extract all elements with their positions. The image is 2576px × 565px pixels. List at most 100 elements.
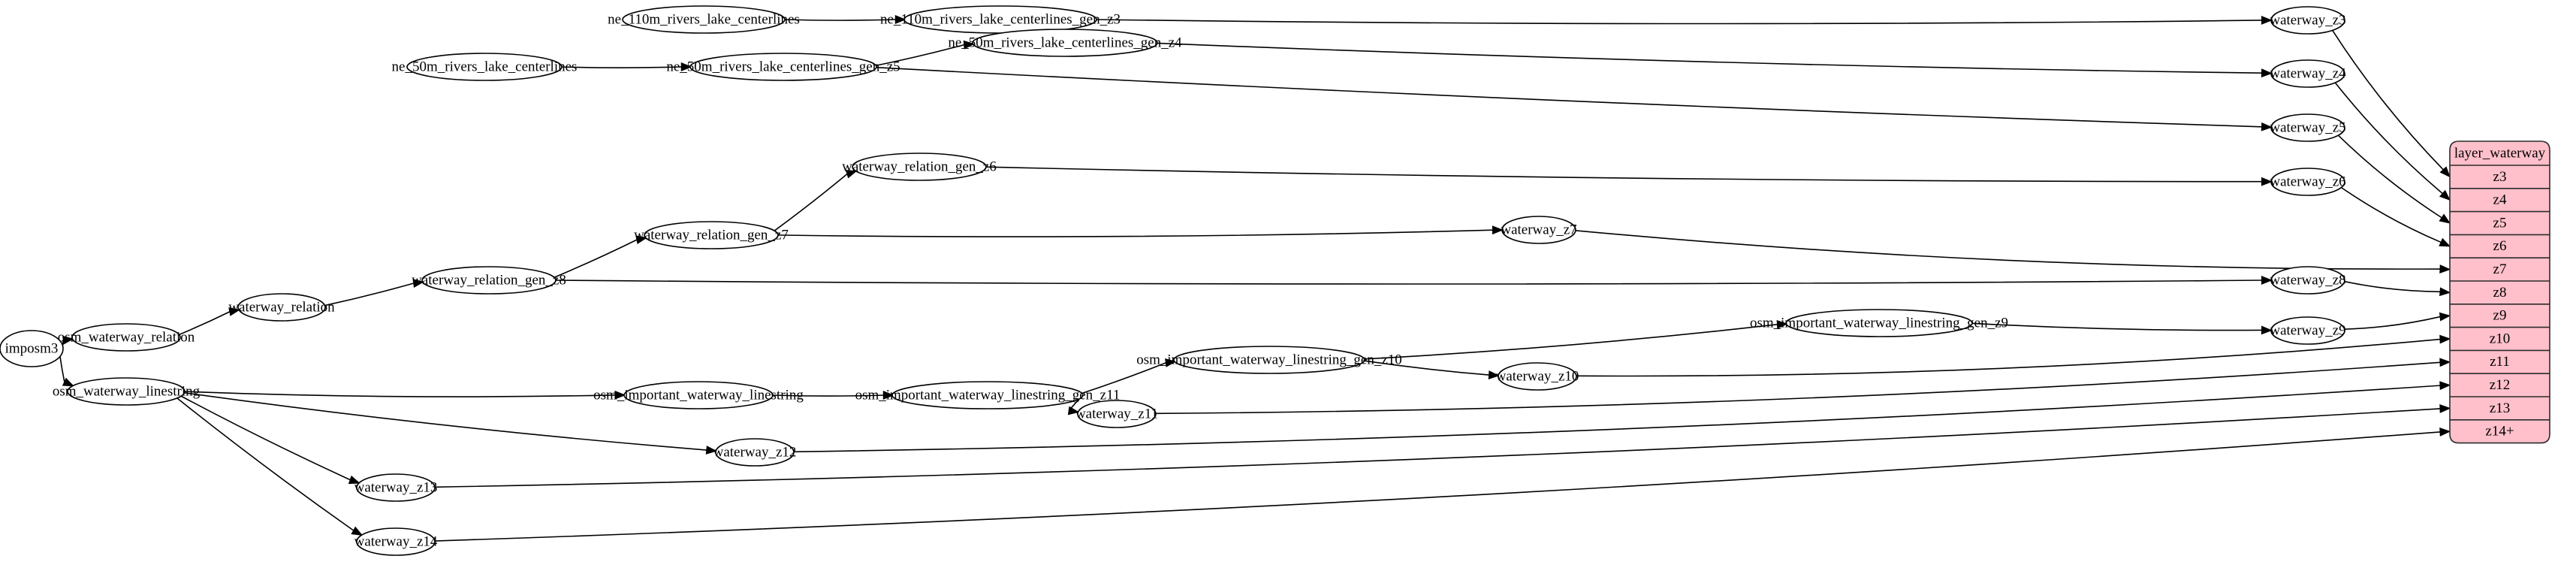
graph-edge-waterway_z9-to-layer_row_z9 [2344,316,2441,330]
edge-arrowhead [2261,177,2273,186]
node-label: waterway_relation_gen_z8 [412,272,566,288]
graph-node-waterway_z10[interactable]: waterway_z10 [1496,362,1579,391]
node-label: waterway_relation_gen_z7 [634,227,789,243]
edge-arrowhead [1492,225,1504,235]
edge-arrowhead [2439,189,2451,201]
graph-node-waterway_relation_gen_z7[interactable]: waterway_relation_gen_z7 [634,221,789,249]
node-shape [2270,113,2345,142]
graph-node-waterway_z3[interactable]: waterway_z3 [2270,6,2346,35]
edge-arrowhead [2261,276,2273,285]
graph-node-waterway_relation_gen_z8[interactable]: waterway_relation_gen_z8 [412,266,566,295]
graph-edge-waterway_relation_gen_z8-to-waterway_relation_gen_z7 [554,239,638,279]
layer-row-z12[interactable]: z12 [2490,377,2510,393]
graph-node-osm_important_waterway_linestring_gen_z10[interactable]: osm_important_waterway_linestring_gen_z1… [1136,346,1402,374]
node-label: ne_110m_rivers_lake_centerlines [608,11,800,27]
node-shape [852,153,987,181]
graph-node-waterway_z13[interactable]: waterway_z13 [354,473,438,502]
edge-arrowhead [2439,237,2451,247]
node-label: waterway_z5 [2270,119,2345,135]
graph-node-ne_110m_rivers_lake_centerlines[interactable]: ne_110m_rivers_lake_centerlines [608,5,800,34]
graph-node-imposm3[interactable]: imposm3 [0,330,64,367]
graph-node-waterway_z9[interactable]: waterway_z9 [2270,316,2346,345]
graph-node-osm_important_waterway_linestring_gen_z11[interactable]: osm_important_waterway_linestring_gen_z1… [855,381,1121,409]
layer-row-z9[interactable]: z9 [2493,308,2507,324]
graph-node-waterway_z12[interactable]: waterway_z12 [713,438,797,467]
layer-row-z4[interactable]: z4 [2493,192,2507,208]
edge-arrowhead [2439,166,2451,178]
node-shape [421,266,557,295]
graph-node-ne_110m_rivers_lake_centerlines_gen_z3[interactable]: ne_110m_rivers_lake_centerlines_gen_z3 [880,5,1121,34]
node-label: ne_50m_rivers_lake_centerlines [392,59,578,74]
layer-row-z5[interactable]: z5 [2493,215,2507,231]
graph-node-waterway_z11[interactable]: waterway_z11 [1075,400,1158,428]
node-label: ne_50m_rivers_lake_centerlines_gen_z5 [666,59,900,74]
node-label: waterway_relation [228,299,335,315]
layer-row-z7[interactable]: z7 [2493,261,2507,277]
edges-group [59,15,2451,542]
layer-row-z13[interactable]: z13 [2490,400,2510,416]
graph-node-waterway_z5[interactable]: waterway_z5 [2270,113,2346,142]
layer-row-z11[interactable]: z11 [2490,354,2510,370]
graph-edge-ne_110m_rivers_lake_centerlines_gen_z3-to-waterway_z3 [1095,19,2262,25]
layer-row-z14plus[interactable]: z14+ [2485,424,2514,440]
graph-node-waterway_z7[interactable]: waterway_z7 [1501,216,1577,244]
edge-arrowhead [2439,287,2451,297]
node-label: waterway_z11 [1075,406,1158,421]
graph-node-waterway_relation[interactable]: waterway_relation [228,293,335,322]
graph-node-ne_50m_rivers_lake_centerlines_gen_z5[interactable]: ne_50m_rivers_lake_centerlines_gen_z5 [666,53,900,81]
edge-arrowhead [845,170,858,179]
node-shape [2270,316,2345,345]
layer-row-z8[interactable]: z8 [2493,285,2507,301]
node-label: waterway_z12 [713,444,797,460]
graph-edge-waterway_z6-to-layer_row_z6 [2340,186,2442,243]
node-label: waterway_relation_gen_z6 [842,159,997,174]
graph-node-ne_50m_rivers_lake_centerlines[interactable]: ne_50m_rivers_lake_centerlines [392,53,578,81]
node-label: osm_important_waterway_linestring_gen_z9 [1750,315,2008,331]
graph-edge-waterway_z5-to-layer_row_z5 [2337,134,2442,219]
edge-arrowhead [2439,213,2451,224]
graph-edge-waterway_relation_gen_z8-to-waterway_z8 [555,279,2262,285]
node-shape [1785,309,1973,337]
graph-edge-waterway_z10-to-layer_row_z10 [1576,338,2441,377]
edge-arrowhead [2439,334,2451,344]
graph-edge-waterway_z13-to-layer_row_z13 [434,408,2441,488]
graph-edge-osm_waterway_linestring-to-waterway_z13 [180,395,351,481]
node-shape [2270,6,2345,35]
graph-node-ne_50m_rivers_lake_centerlines_gen_z4[interactable]: ne_50m_rivers_lake_centerlines_gen_z4 [948,29,1182,57]
graph-node-waterway_z6[interactable]: waterway_z6 [2270,168,2346,196]
edge-arrowhead [894,15,906,24]
graph-node-osm_waterway_linestring[interactable]: osm_waterway_linestring [53,377,201,406]
node-shape [644,221,779,249]
graph-node-osm_important_waterway_linestring[interactable]: osm_important_waterway_linestring [593,381,804,409]
graph-edge-imposm3-to-osm_waterway_linestring [59,355,65,382]
graph-edge-osm_waterway_linestring-to-waterway_z14 [176,397,354,531]
layer-row-z10[interactable]: z10 [2490,331,2510,346]
graph-node-waterway_z14[interactable]: waterway_z14 [354,527,438,556]
edge-arrowhead [228,307,240,316]
graph-edge-ne_50m_rivers_lake_centerlines-to-ne_50m_rivers_lake_centerlines_gen_z5 [560,66,682,68]
graph-node-waterway_relation_gen_z6[interactable]: waterway_relation_gen_z6 [842,153,997,181]
graph-node-osm_important_waterway_linestring_gen_z9[interactable]: osm_important_waterway_linestring_gen_z9 [1750,309,2008,337]
node-label: ne_50m_rivers_lake_centerlines_gen_z4 [948,35,1182,50]
graph-edge-waterway_relation_gen_z6-to-waterway_z6 [985,166,2262,183]
graph-edge-ne_50m_rivers_lake_centerlines_gen_z5-to-waterway_z5 [875,66,2262,128]
graph-edge-osm_important_waterway_linestring_gen_z9-to-waterway_z9 [1971,322,2262,331]
edge-arrowhead [2261,68,2273,78]
graph-node-osm_waterway_relation[interactable]: osm_waterway_relation [58,323,195,352]
edge-arrowhead [1165,358,1177,367]
graph-edge-osm_waterway_linestring-to-waterway_z12 [183,391,707,451]
edge-arrowhead [2439,427,2451,437]
node-shape [67,377,186,406]
graph-node-waterway_z4[interactable]: waterway_z4 [2270,59,2346,88]
edge-arrowhead [2439,403,2451,413]
graph-node-waterway_z8[interactable]: waterway_z8 [2270,266,2346,295]
edge-arrowhead [635,235,647,245]
node-shape [2270,266,2345,295]
node-label: waterway_z13 [354,479,438,495]
graph-edge-osm_important_waterway_linestring_gen_z11-to-osm_important_waterway_linestring_gen_z10 [1081,362,1166,394]
layer-row-z6[interactable]: z6 [2493,238,2507,254]
graph-edge-waterway_relation-to-waterway_relation_gen_z8 [324,282,414,307]
node-label: osm_important_waterway_linestring_gen_z1… [855,387,1121,403]
layer-row-z3[interactable]: z3 [2493,169,2507,185]
